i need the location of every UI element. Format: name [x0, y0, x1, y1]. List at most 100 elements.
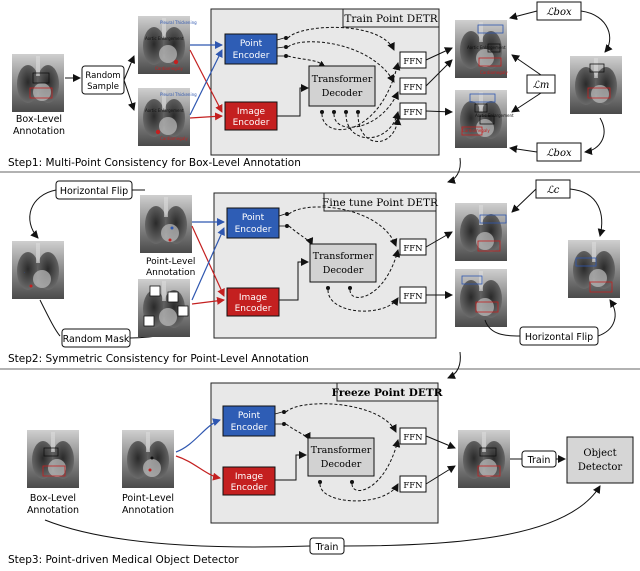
point-level-xray [140, 195, 192, 253]
thumb-label: Aortic Enlargement [467, 45, 506, 50]
prediction-xray-step2-bottom [455, 269, 507, 327]
image-encoder-step2 [226, 287, 280, 317]
decoder-label-2: Decoder [322, 88, 363, 99]
svg-text:·: · [24, 270, 25, 275]
ffn-label: FFN [403, 481, 423, 491]
box-level-xray-step3 [27, 430, 79, 488]
point-encoder-step2 [226, 207, 280, 239]
ffn-label: FFN [403, 292, 423, 302]
thumb-label: Cardiomegaly [462, 128, 490, 133]
step2-point-label-1: Point-Level [146, 257, 195, 267]
step2-panel-title: Fine tune Point DETR [322, 197, 439, 209]
decoder-label-2: Decoder [321, 459, 362, 470]
image-encoder-label-1: Image [237, 107, 266, 117]
loss-m-label: ℒm [533, 80, 550, 91]
thumb-label: Cardiomegaly [155, 66, 183, 71]
step3-panel-title: Freeze Point DETR [332, 387, 443, 399]
horizontal-flip-right-label: Horizontal Flip [525, 332, 593, 343]
point-marker [155, 129, 161, 135]
random-mask-label: Random Mask [63, 334, 130, 345]
decoder-label-1: Transformer [311, 445, 372, 456]
step1-section: Train Point DETR Box-Level Annotation Ra… [0, 1, 640, 184]
step1-title: Step1: Multi-Point Consistency for Box-L… [8, 157, 301, 169]
step3-panel-title-box [336, 382, 439, 402]
step1-panel-title: Train Point DETR [344, 13, 438, 25]
step2-title: Step2: Symmetric Consistency for Point-L… [8, 353, 309, 365]
loss-c-label: ℒc [547, 185, 560, 196]
object-detector-box [566, 436, 634, 484]
decoder-label-2: Decoder [323, 265, 364, 276]
transformer-decoder-step1 [308, 65, 376, 107]
transformer-decoder-step3 [307, 437, 375, 477]
decoder-label-1: Transformer [312, 74, 373, 85]
step3-section: Freeze Point DETR Box-Level Annotation P… [8, 382, 634, 566]
random-sample-label-1: Random [85, 71, 120, 81]
step2-panel-title-box [323, 192, 437, 212]
point-marker [173, 59, 179, 65]
ffn-label: FFN [403, 83, 423, 93]
ffn-label: FFN [403, 244, 423, 254]
point-encoder-label-1: Point [238, 411, 261, 421]
thumb-label: Cardiomegaly [480, 70, 508, 75]
train-right-label: Train [527, 455, 551, 466]
step2-point-label-2: Annotation [146, 268, 195, 278]
image-encoder-step3 [222, 466, 276, 496]
train-bottom-label: Train [315, 542, 339, 553]
image-encoder-label-2: Encoder [233, 118, 270, 128]
horizontal-flip-left-label: Horizontal Flip [60, 186, 128, 197]
mask-patch [143, 315, 155, 327]
prediction-xray-step2-top [455, 203, 507, 261]
point-encoder-step3 [222, 405, 276, 437]
image-encoder-label-1: Image [235, 472, 264, 482]
detector-label-2: Detector [578, 462, 623, 473]
loss-box-bottom-label: ℒbox [546, 148, 572, 159]
bbox-marker [32, 72, 50, 84]
ffn-label: FFN [403, 108, 423, 118]
point-level-xray-step3 [122, 430, 174, 488]
step1-box-label-2: Annotation [13, 126, 65, 137]
step3-point-label-1: Point-Level [122, 493, 174, 504]
image-encoder-label-1: Image [239, 293, 268, 303]
ffn-label: FFN [403, 57, 423, 67]
point-encoder-step1 [224, 33, 278, 65]
thumb-label: Aortic Enlargement [145, 36, 184, 41]
red-arrow [189, 112, 223, 121]
point-encoder-label-2: Encoder [233, 51, 270, 61]
random-sample-label-2: Sample [87, 82, 119, 92]
mask-patch [167, 291, 179, 303]
mask-patch [177, 305, 189, 317]
step2-section: Fine tune Point DETR Horizontal Flip · R… [0, 179, 640, 379]
bbox-marker [29, 87, 53, 99]
point-encoder-label-2: Encoder [235, 225, 272, 235]
arrow [123, 79, 136, 111]
detector-label-1: Object [583, 448, 616, 459]
ffn-label: FFN [403, 433, 423, 443]
step3-point-label-2: Annotation [122, 505, 174, 516]
red-arrow [189, 49, 223, 113]
pseudo-label-xray [458, 430, 510, 488]
thumb-label: Pleural Thickening [160, 92, 197, 97]
image-encoder-label-2: Encoder [231, 483, 268, 493]
step3-box-label-2: Annotation [27, 505, 79, 516]
thumb-label: Aortic Enlargement [475, 113, 514, 118]
image-encoder-label-2: Encoder [235, 304, 272, 314]
step1-box-label-1: Box-Level [16, 114, 62, 125]
mask-patch [149, 285, 161, 297]
ground-truth-xray-step1 [570, 56, 622, 114]
thumb-label: Pleural Thickening [160, 20, 197, 25]
blue-arrow [189, 49, 223, 116]
arrow [123, 55, 135, 81]
thumb-label: Aortic Enlargement [145, 108, 184, 113]
loss-box-top-label: ℒbox [546, 7, 572, 18]
flipped-xray [12, 241, 64, 299]
step3-box-label-1: Box-Level [30, 493, 76, 504]
point-encoder-label-2: Encoder [231, 423, 268, 433]
thumb-label: Cardiomegaly [160, 136, 188, 141]
prediction-xray-bottom [455, 90, 507, 148]
point-encoder-label-1: Point [242, 213, 265, 223]
point-encoder-label-1: Point [240, 39, 263, 49]
query-dots [284, 36, 288, 58]
step1-panel-title-box [342, 8, 440, 28]
transformer-decoder-step2 [309, 243, 377, 283]
